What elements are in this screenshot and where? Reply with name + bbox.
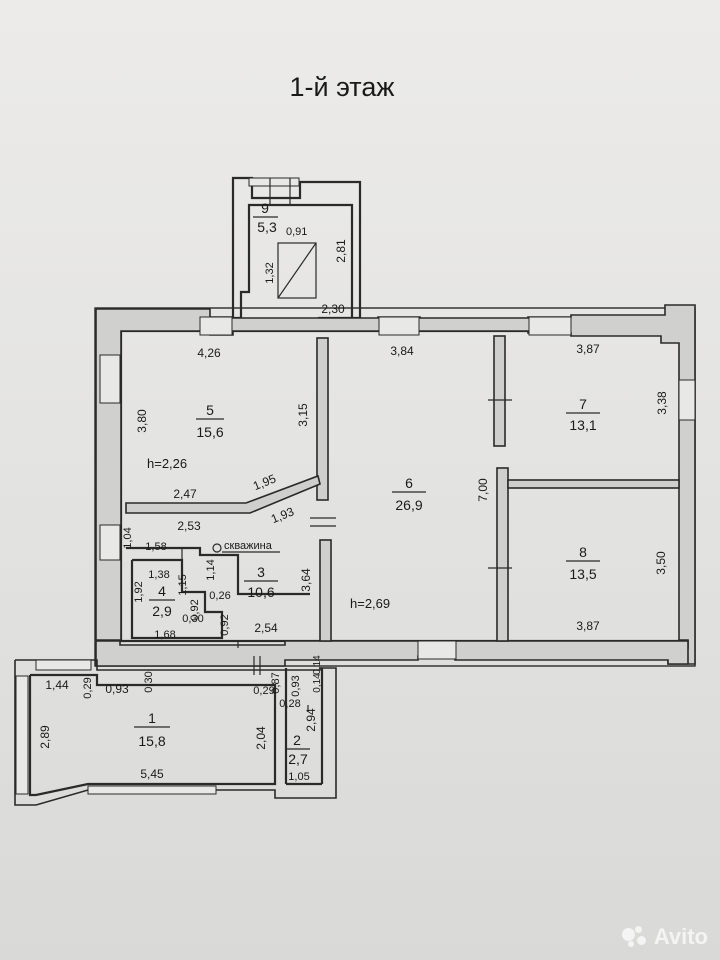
dim: 2,94: [304, 708, 318, 732]
dim: 0,30: [182, 613, 203, 625]
dim: 0,14: [312, 673, 323, 693]
dim: 2,53: [177, 519, 201, 533]
dim: 1,44: [45, 678, 69, 692]
dim: 2,04: [254, 726, 268, 750]
dim: 3,50: [654, 551, 668, 575]
room-2-area: 2,7: [288, 751, 308, 767]
room-3-area: 10,6: [247, 584, 274, 600]
dim: 0,93: [105, 682, 129, 696]
dim: 0,28: [279, 698, 300, 710]
dim: 1,68: [154, 629, 175, 641]
dim: 1,93: [269, 504, 296, 526]
dim: 0,26: [209, 590, 230, 602]
well-label: скважина: [224, 540, 273, 552]
dim: 4,26: [197, 346, 221, 360]
room-5-height: h=2,26: [147, 456, 187, 471]
room-9-window: [248, 177, 300, 187]
dim: 0,30: [143, 671, 155, 692]
interior-walls: [125, 335, 680, 648]
watermark-text: Avito: [653, 924, 708, 949]
well-marker: скважина: [212, 540, 280, 553]
well-icon: [212, 543, 222, 553]
dim: 3,87: [576, 619, 600, 633]
dim: 0,29: [82, 677, 94, 698]
dim: 0,29: [253, 685, 274, 697]
dim: 1,92: [133, 581, 145, 602]
room-6-number: 6: [405, 475, 413, 491]
avito-dots-icon: [621, 926, 648, 948]
room-9-area: 5,3: [257, 219, 277, 235]
room-1-area: 15,8: [138, 733, 165, 749]
dim: 2,54: [254, 621, 278, 635]
room-6-height: h=2,69: [350, 596, 390, 611]
south-annex-walls: [14, 659, 337, 806]
dim: 3,64: [299, 568, 313, 592]
room-4-area: 2,9: [152, 603, 172, 619]
room-4-number: 4: [158, 583, 166, 599]
stair-opening: [277, 242, 317, 299]
dim: 2,89: [38, 725, 52, 749]
room-1-number: 1: [148, 710, 156, 726]
room-7-number: 7: [579, 396, 587, 412]
dim: 7,00: [476, 478, 490, 502]
dim: 1,32: [264, 262, 276, 283]
door-marks: [253, 399, 512, 712]
dim: 2,30: [321, 302, 345, 316]
dim: 1,14: [205, 559, 217, 580]
dim: 1,58: [145, 541, 166, 553]
floor-title: 1-й этаж: [290, 72, 395, 102]
dim: 1,04: [122, 527, 134, 548]
dim: 0,93: [290, 675, 302, 696]
dim: 3,87: [576, 342, 600, 356]
dim: 0,14: [312, 655, 323, 675]
dim: 3,80: [135, 409, 149, 433]
dim: 3,84: [390, 344, 414, 358]
main-walls: [94, 304, 696, 667]
room-2-number: 2: [293, 732, 301, 748]
room-9-number: 9: [261, 200, 269, 216]
dim: 0,91: [286, 226, 307, 238]
dim: 1,05: [288, 771, 309, 783]
dim: 0,87: [270, 672, 282, 693]
dim: 3,38: [655, 391, 669, 415]
dim: 0,92: [219, 614, 231, 635]
room-3-number: 3: [257, 564, 265, 580]
room-7-area: 13,1: [569, 417, 596, 433]
room-8-number: 8: [579, 544, 587, 560]
dim: 5,45: [140, 767, 164, 781]
dim: 2,47: [173, 487, 197, 501]
dim: 1,95: [251, 471, 278, 493]
dimension-labels: 0,91 1,32 2,81 2,30 4,26 3,84 3,87 3,38 …: [38, 226, 669, 783]
room-5-number: 5: [206, 402, 214, 418]
dim: 1,38: [148, 569, 169, 581]
room-8-area: 13,5: [569, 566, 596, 582]
room-6-area: 26,9: [395, 497, 422, 513]
dim: 3,15: [296, 403, 310, 427]
dim: 0,92: [189, 599, 201, 620]
room-9-walls: [231, 176, 362, 320]
watermark: Avito: [621, 924, 708, 950]
dim: 1,15: [177, 574, 189, 595]
room-5-area: 15,6: [196, 424, 223, 440]
dim: 2,81: [334, 239, 348, 263]
room-labels: 9 5,3 5 15,6 6 26,9 7 13,1 8 13,5 3 10,6…: [134, 200, 600, 767]
